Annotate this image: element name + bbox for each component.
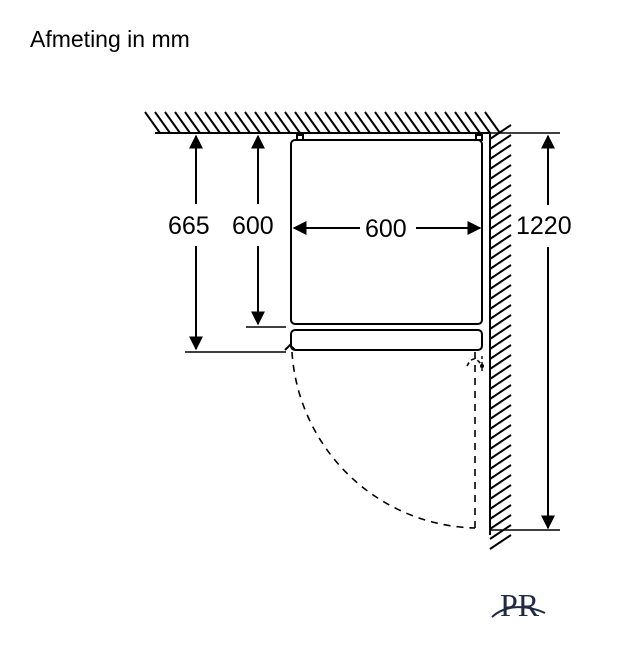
dimension-cabinet-depth: 600 xyxy=(232,134,274,326)
page-title: Afmeting in mm xyxy=(30,26,190,52)
label-cabinet-depth: 600 xyxy=(232,212,274,240)
fridge-cabinet xyxy=(290,134,483,325)
dimension-width: 600 xyxy=(292,215,482,243)
door-swing xyxy=(291,351,484,529)
dimension-total-width: 1220 xyxy=(516,134,572,530)
wall-right xyxy=(489,124,512,550)
brand-logo: PR xyxy=(491,587,546,623)
dimension-total-depth: 665 xyxy=(168,134,210,351)
extension-lines xyxy=(185,132,560,531)
label-total-width: 1220 xyxy=(516,212,572,240)
brand-logo-text: PR xyxy=(500,587,540,623)
wall-top xyxy=(144,111,501,134)
fridge-door xyxy=(284,329,483,351)
label-total-depth: 665 xyxy=(168,212,210,240)
label-width: 600 xyxy=(365,215,407,243)
